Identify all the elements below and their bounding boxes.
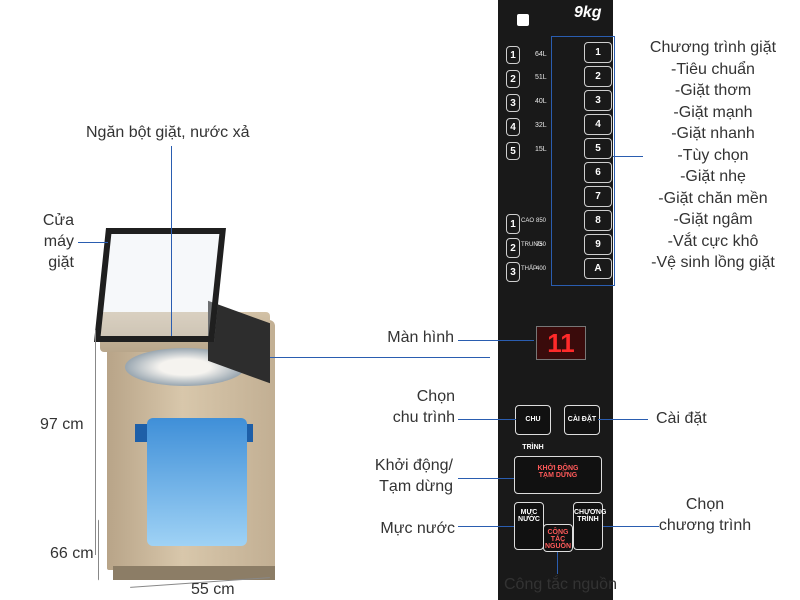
depth-dimension-line xyxy=(98,519,99,581)
width-label: 55 cm xyxy=(191,581,235,598)
program-item: -Vệ sinh lồng giặt xyxy=(651,254,775,271)
height-label: 97 cm xyxy=(40,416,84,433)
lid-label-line-1: Cửa xyxy=(42,212,74,229)
spin-speed-1-value: 850 xyxy=(536,218,547,224)
course-7[interactable]: 7 xyxy=(584,186,612,207)
power-label: Công tắc nguồn xyxy=(504,576,617,593)
lid-label-line-3: giặt xyxy=(48,254,74,271)
course-1[interactable]: 1 xyxy=(584,42,612,63)
screen-leader-machine xyxy=(270,357,490,358)
water-level-3-value: 40L xyxy=(535,98,547,105)
water-level-5[interactable]: 5 xyxy=(506,142,520,160)
course-leader xyxy=(603,526,659,527)
lid-label: Cửa máy giặt xyxy=(20,210,74,273)
display-screen: 11 xyxy=(536,326,586,360)
spin-speed-1-label: CAO xyxy=(521,218,535,224)
course-3[interactable]: 3 xyxy=(584,90,612,111)
capacity-label: 9kg xyxy=(574,4,602,21)
program-item: -Giặt mạnh xyxy=(673,103,753,121)
detergent-label: Ngăn bột giặt, nước xả xyxy=(86,124,250,141)
spin-speed-2-label: TRUNG xyxy=(521,242,543,248)
water-level-1[interactable]: 1 xyxy=(506,46,520,64)
program-item: -Giặt thơm xyxy=(674,82,752,99)
program-item: -Giặt ngâm xyxy=(673,211,753,228)
water-level-4[interactable]: 4 xyxy=(506,118,520,136)
program-list-title: Chương trình giặt xyxy=(649,39,777,56)
water-level-5-value: 15L xyxy=(535,146,547,153)
depth-label: 66 cm xyxy=(50,545,94,562)
washer-base xyxy=(113,566,275,580)
water-level-button[interactable]: MỰC NƯỚC xyxy=(514,502,544,550)
water-level-4-value: 32L xyxy=(535,122,547,129)
start-pause-line-2: Tạm dừng xyxy=(379,478,453,495)
course-5[interactable]: 5 xyxy=(584,138,612,159)
spin-speed-3-label: THẤP xyxy=(521,266,538,272)
water-level-1-value: 64L xyxy=(535,51,547,58)
power-button[interactable]: CÔNG TẮC NGUỒN xyxy=(543,524,573,552)
settings-label: Cài đặt xyxy=(656,410,707,427)
spin-speed-1[interactable]: 1 xyxy=(506,214,520,234)
spin-speed-3[interactable]: 3 xyxy=(506,262,520,282)
control-panel xyxy=(498,0,613,600)
program-item: -Giặt nhanh xyxy=(671,125,755,142)
height-dimension-line xyxy=(95,330,96,555)
water-level-2-value: 51L xyxy=(535,74,547,81)
start-pause-line-1: Khởi động/ xyxy=(374,457,453,474)
water-level-3[interactable]: 3 xyxy=(506,94,520,112)
power-leader xyxy=(557,552,558,574)
select-program-line-2: chương trình xyxy=(658,517,752,534)
program-list-highlight xyxy=(551,36,615,286)
select-program-line-1: Chọn xyxy=(685,496,725,513)
lid-leader xyxy=(78,242,108,243)
program-list: Chương trình giặt -Tiêu chuẩn -Giặt thơm… xyxy=(638,37,788,274)
course-8[interactable]: 8 xyxy=(584,210,612,231)
cycle-leader xyxy=(458,419,516,420)
program-item: -Tiêu chuẩn xyxy=(671,60,755,78)
select-cycle-label: Chọn chu trình xyxy=(360,386,455,428)
settings-button[interactable]: CÀI ĐẶT xyxy=(564,405,600,435)
course-2[interactable]: 2 xyxy=(584,66,612,87)
lid-label-line-2: máy xyxy=(43,233,74,250)
course-A[interactable]: A xyxy=(584,258,612,279)
detergent-leader xyxy=(171,146,172,336)
pause-label: TẠM DỪNG xyxy=(538,472,578,479)
cycle-button[interactable]: CHU TRÌNH xyxy=(515,405,551,451)
start-pause-label: Khởi động/ Tạm dừng xyxy=(340,455,453,497)
course-button[interactable]: CHƯƠNG TRÌNH xyxy=(573,502,606,550)
start-leader xyxy=(458,478,514,479)
water-leader xyxy=(458,526,514,527)
start-label: KHỞI ĐỘNG xyxy=(537,465,579,472)
course-9[interactable]: 9 xyxy=(584,234,612,255)
settings-leader xyxy=(598,419,648,420)
start-pause-button[interactable]: KHỞI ĐỘNG TẠM DỪNG xyxy=(514,456,602,494)
program-item: -Vắt cực khô xyxy=(667,232,759,250)
screen-leader xyxy=(458,340,534,341)
washer-lid xyxy=(94,228,226,342)
spin-speed-2-value: 750 xyxy=(536,242,547,248)
screen-label: Màn hình xyxy=(387,329,454,346)
water-level-2[interactable]: 2 xyxy=(506,70,520,88)
select-program-label: Chọn chương trình xyxy=(650,494,760,536)
course-6[interactable]: 6 xyxy=(584,162,612,183)
select-cycle-line-1: Chọn xyxy=(416,388,455,405)
water-level-label: Mực nước xyxy=(380,520,455,537)
spin-speed-3-value: 400 xyxy=(536,266,547,272)
program-item: -Giặt nhẹ xyxy=(680,168,746,185)
course-4[interactable]: 4 xyxy=(584,114,612,135)
washer-poster xyxy=(147,418,247,546)
select-cycle-line-2: chu trình xyxy=(392,409,455,426)
brand-logo-icon xyxy=(517,14,529,26)
spin-speed-2[interactable]: 2 xyxy=(506,238,520,258)
program-item: -Tùy chọn xyxy=(677,146,749,164)
program-item: -Giặt chăn mền xyxy=(658,189,768,207)
program-leader xyxy=(613,156,643,157)
